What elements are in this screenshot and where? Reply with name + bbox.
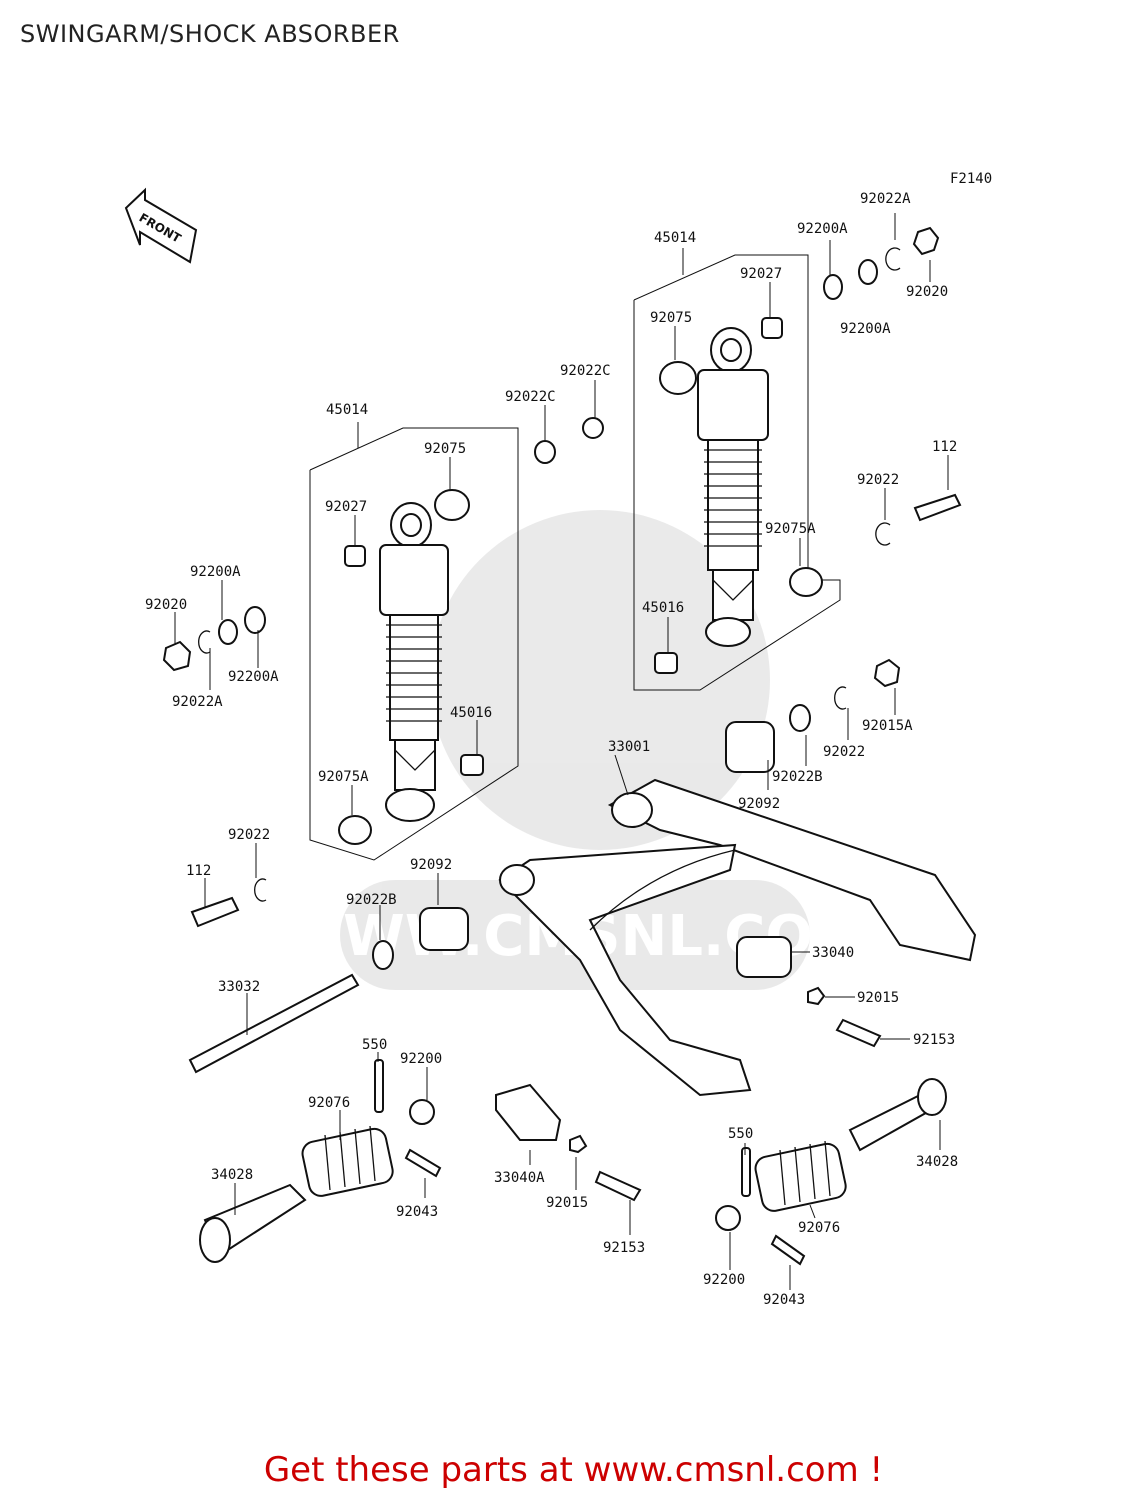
label-92022A-l: 92022A — [172, 694, 223, 710]
bracket-lines — [309, 248, 841, 861]
label-92022A-r: 92022A — [860, 191, 911, 207]
swingarm — [498, 778, 977, 1097]
label-92076-l: 92076 — [308, 1095, 350, 1111]
label-92020-l: 92020 — [145, 597, 187, 613]
label-92200A-l1: 92200A — [190, 564, 241, 580]
label-92022B-l: 92022B — [346, 892, 397, 908]
label-92015A: 92015A — [862, 718, 913, 734]
label-112-l: 112 — [186, 863, 211, 879]
front-arrow-icon: FRONT — [124, 187, 198, 264]
page-title: SWINGARM/SHOCK ABSORBER — [20, 20, 400, 48]
shock-absorber-right — [697, 327, 769, 647]
label-92200-r: 92200 — [703, 1272, 745, 1288]
label-92022-mid: 92022 — [823, 744, 865, 760]
label-92020-r: 92020 — [906, 284, 948, 300]
part-labels: F2140 92022A 92200A 45014 92027 92020 92… — [145, 171, 992, 1308]
label-45016-l: 45016 — [450, 705, 492, 721]
label-45014-r: 45014 — [654, 230, 696, 246]
label-92200-l: 92200 — [400, 1051, 442, 1067]
label-33040: 33040 — [812, 945, 854, 961]
label-92200A-r2: 92200A — [840, 321, 891, 337]
label-92200A-r1: 92200A — [797, 221, 848, 237]
label-92022-r: 92022 — [857, 472, 899, 488]
label-92092-r: 92092 — [738, 796, 780, 812]
label-92027-l: 92027 — [325, 499, 367, 515]
exploded-parts-diagram: WWW.CMSNL.COM FRONT — [124, 171, 992, 1308]
label-33001: 33001 — [608, 739, 650, 755]
label-92200A-l2: 92200A — [228, 669, 279, 685]
label-34028-r: 34028 — [916, 1154, 958, 1170]
label-92022C-r1: 92022C — [560, 363, 611, 379]
label-92043-r: 92043 — [763, 1292, 805, 1308]
label-550-l: 550 — [362, 1037, 387, 1053]
label-92075-r: 92075 — [650, 310, 692, 326]
label-45016-r: 45016 — [642, 600, 684, 616]
label-92022C-r2: 92022C — [505, 389, 556, 405]
parts-link-banner[interactable]: Get these parts at www.cmsnl.com ! — [263, 1450, 884, 1490]
label-92075A-r: 92075A — [765, 521, 816, 537]
label-92075A-l: 92075A — [318, 769, 369, 785]
label-92092-l: 92092 — [410, 857, 452, 873]
label-45014-l: 45014 — [326, 402, 368, 418]
label-550-r: 550 — [728, 1126, 753, 1142]
label-33032: 33032 — [218, 979, 260, 995]
label-92015-m: 92015 — [546, 1195, 588, 1211]
label-33040A: 33040A — [494, 1170, 545, 1186]
shock-absorber-left — [379, 502, 449, 822]
label-92022-l: 92022 — [228, 827, 270, 843]
label-112-r: 112 — [932, 439, 957, 455]
label-92153-m: 92153 — [603, 1240, 645, 1256]
label-92075-l: 92075 — [424, 441, 466, 457]
label-92153-r: 92153 — [913, 1032, 955, 1048]
leader-lines — [174, 213, 949, 1290]
label-92076-r: 92076 — [798, 1220, 840, 1236]
label-92022B-r: 92022B — [772, 769, 823, 785]
label-92027-r: 92027 — [740, 266, 782, 282]
footpegs — [199, 1078, 947, 1263]
label-92015-r: 92015 — [857, 990, 899, 1006]
label-92043-l: 92043 — [396, 1204, 438, 1220]
hardware-parts — [162, 226, 962, 1266]
label-34028-l: 34028 — [211, 1167, 253, 1183]
label-F2140: F2140 — [950, 171, 992, 187]
